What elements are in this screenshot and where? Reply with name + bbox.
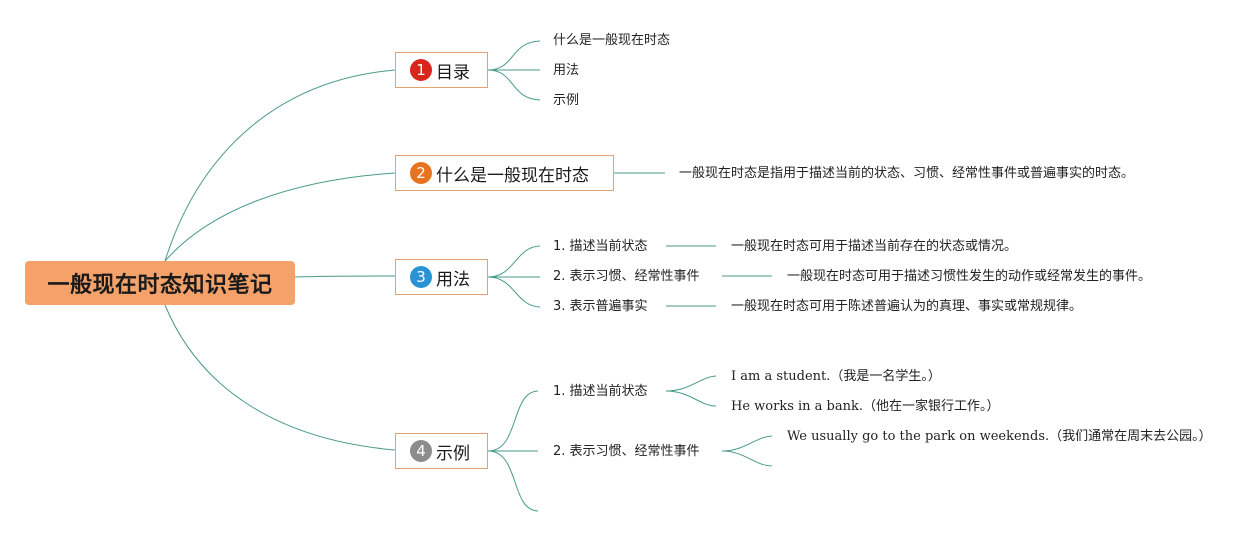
branch-examples[interactable]: 4 示例: [395, 433, 488, 469]
connector-b4-example-2b: [721, 450, 773, 467]
branch-contents-label: 目录: [436, 62, 470, 83]
branch-definition-label: 什么是一般现在时态: [436, 165, 589, 186]
branch-usage-label: 用法: [436, 269, 470, 290]
number-3-icon: 3: [410, 266, 432, 288]
root-topic[interactable]: 一般现在时态知识笔记: [25, 261, 295, 305]
connector-b1-item-3: [487, 69, 541, 101]
number-2-icon: 2: [410, 162, 432, 184]
examples-item-current-state[interactable]: 1. 描述当前状态: [553, 384, 648, 399]
connector-b4-example-2a: [721, 435, 773, 452]
connector-b3-item-3: [487, 276, 541, 308]
usage-detail-habits[interactable]: 一般现在时态可用于描述习惯性发生的动作或经常发生的事件。: [787, 269, 1152, 284]
branch-examples-label: 示例: [436, 443, 470, 464]
example-sentence-student[interactable]: I am a student.（我是一名学生。）: [731, 369, 941, 384]
usage-item-current-state[interactable]: 1. 描述当前状态: [553, 239, 648, 254]
contents-item-usage[interactable]: 用法: [553, 63, 580, 78]
examples-item-habits[interactable]: 2. 表示习惯、经常性事件: [553, 444, 700, 459]
usage-detail-general-facts[interactable]: 一般现在时态可用于陈述普遍认为的真理、事实或常规规律。: [731, 299, 1083, 314]
usage-item-general-facts[interactable]: 3. 表示普遍事实: [553, 299, 648, 314]
example-sentence-park[interactable]: We usually go to the park on weekends.（我…: [787, 429, 1212, 444]
connector-root-to-branch-1: [164, 69, 396, 262]
definition-text[interactable]: 一般现在时态是指用于描述当前的状态、习惯、经常性事件或普遍事实的时态。: [679, 166, 1135, 181]
branch-usage[interactable]: 3 用法: [395, 259, 488, 295]
connector-b1-item-1: [487, 40, 541, 71]
connector-root-to-branch-2: [164, 172, 396, 262]
connector-b4-item-1: [487, 390, 539, 452]
example-sentence-bank[interactable]: He works in a bank.（他在一家银行工作。）: [731, 399, 1000, 414]
connector-b4-example-1a: [665, 375, 717, 392]
root-topic-label: 一般现在时态知识笔记: [47, 273, 273, 298]
usage-item-habits[interactable]: 2. 表示习惯、经常性事件: [553, 269, 700, 284]
number-1-icon: 1: [410, 59, 432, 81]
connector-b4-item-3: [487, 450, 539, 512]
contents-item-definition[interactable]: 什么是一般现在时态: [553, 33, 671, 48]
connector-root-to-branch-4: [164, 304, 396, 451]
contents-item-examples[interactable]: 示例: [553, 93, 580, 108]
usage-detail-current-state[interactable]: 一般现在时态可用于描述当前存在的状态或情况。: [731, 239, 1018, 254]
number-4-icon: 4: [410, 440, 432, 462]
connector-b4-example-1b: [665, 390, 717, 407]
branch-definition[interactable]: 2 什么是一般现在时态: [395, 155, 614, 191]
branch-contents[interactable]: 1 目录: [395, 52, 488, 88]
connector-root-to-branch-3: [294, 275, 396, 278]
connector-b3-item-1: [487, 245, 541, 278]
